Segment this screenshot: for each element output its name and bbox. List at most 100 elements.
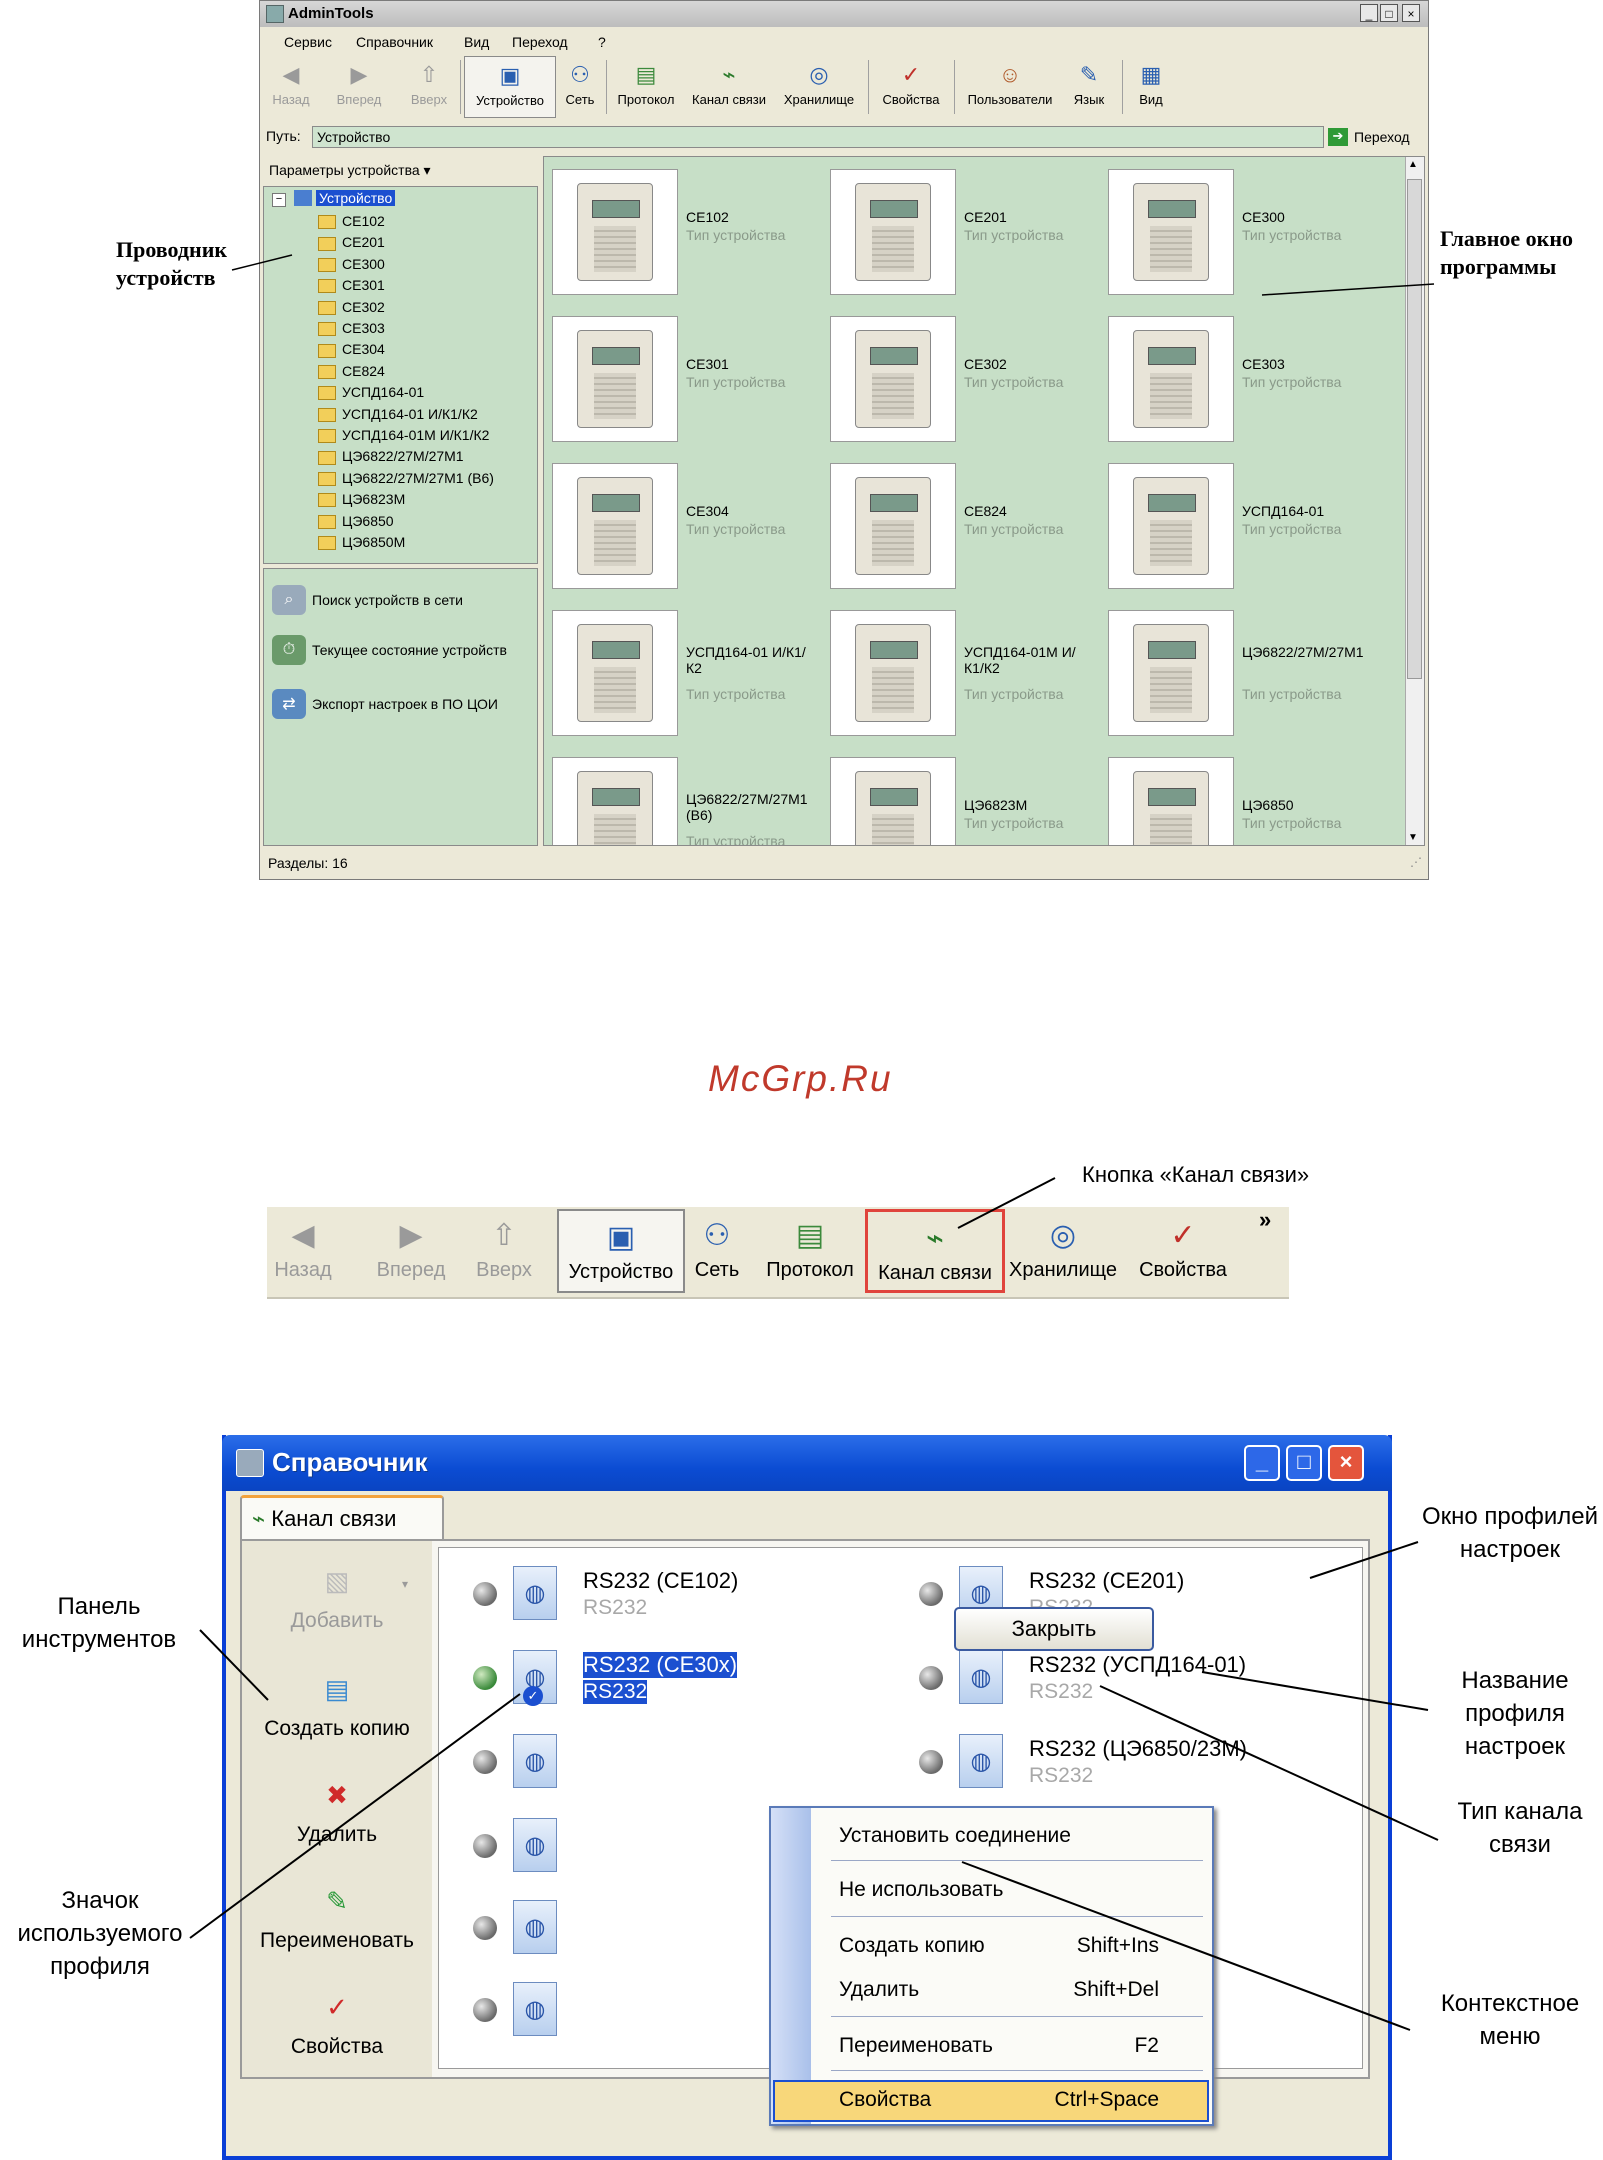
device-button[interactable]: ▣Устройство <box>464 56 556 118</box>
back-button[interactable]: ◀Назад <box>269 1209 337 1293</box>
menu-item-label: Установить соединение <box>839 1824 1071 1847</box>
copy-button[interactable]: ▤Создать копию <box>242 1667 432 1741</box>
up-button[interactable]: ⇧Вверх <box>404 56 454 118</box>
tree-item[interactable]: УСПД164-01М И/К1/К2 <box>318 425 489 445</box>
scroll-up-icon[interactable]: ▲ <box>1408 159 1418 170</box>
language-button[interactable]: ✎Язык <box>1064 56 1114 118</box>
tree-item[interactable]: ЦЭ6823М <box>318 489 405 509</box>
view-grid-icon: ▦ <box>1140 62 1162 87</box>
tree-item[interactable]: CE303 <box>318 318 385 338</box>
maximize-button[interactable]: □ <box>1380 4 1398 22</box>
channel-button[interactable]: ⌁Канал связи <box>865 1209 1005 1293</box>
task-search-devices[interactable]: ⌕Поиск устройств в сети <box>272 585 463 615</box>
tree-item[interactable]: CE824 <box>318 361 385 381</box>
protocol-button[interactable]: ▤Протокол <box>761 1209 859 1293</box>
tree-item[interactable]: УСПД164-01 <box>318 382 424 402</box>
users-button[interactable]: ☺Пользователи <box>958 56 1062 118</box>
scroll-down-icon[interactable]: ▼ <box>1408 832 1418 843</box>
rename-button[interactable]: ✎Переименовать <box>242 1879 432 1953</box>
protocol-button[interactable]: ▤Протокол <box>610 56 682 118</box>
device-type: Тип устройства <box>964 521 1064 537</box>
more-button[interactable]: » <box>1259 1207 1272 1232</box>
close-button[interactable]: × <box>1328 1445 1364 1481</box>
tree-item[interactable]: CE304 <box>318 339 385 359</box>
storage-button[interactable]: ◎Хранилище <box>1007 1209 1119 1293</box>
go-button[interactable]: ➔Переход <box>1328 126 1426 148</box>
channel-button[interactable]: ⌁Канал связи <box>684 56 774 118</box>
close-dialog-button[interactable]: Закрыть <box>954 1607 1154 1651</box>
view-button[interactable]: ▦Вид <box>1126 56 1176 118</box>
storage-button[interactable]: ◎Хранилище <box>776 56 862 118</box>
minimize-button[interactable]: _ <box>1360 4 1378 22</box>
tree-item[interactable]: ЦЭ6850 <box>318 511 394 531</box>
tree-item-label: ЦЭ6822/27М/27М1 (В6) <box>342 469 494 486</box>
tree-item[interactable]: CE302 <box>318 297 385 317</box>
device-button[interactable]: ▣Устройство <box>557 1209 685 1293</box>
collapse-icon[interactable]: − <box>272 193 286 207</box>
forward-button[interactable]: ▶Вперед <box>365 1209 457 1293</box>
tree-root[interactable]: Устройство <box>294 190 396 206</box>
chevron-down-icon: ▾ <box>402 1577 409 1591</box>
menu-go[interactable]: Переход <box>512 34 568 50</box>
tree-item[interactable]: ЦЭ6822/27М/27М1 (В6) <box>318 468 494 488</box>
task-device-state[interactable]: ⏱Текущее состояние устройств <box>272 635 507 665</box>
tree-item[interactable]: CE102 <box>318 211 385 231</box>
properties-button[interactable]: ✓Свойства <box>1133 1209 1233 1293</box>
menu-service[interactable]: Сервис <box>284 34 332 50</box>
tree-item[interactable]: ЦЭ6822/27М/27М1 <box>318 446 464 466</box>
menu-help[interactable]: ? <box>598 34 606 50</box>
delete-button[interactable]: ✖Удалить <box>242 1773 432 1847</box>
network-button[interactable]: ⚇Сеть <box>558 56 602 118</box>
properties-button[interactable]: ✓Свойства <box>872 56 950 118</box>
path-input[interactable]: Устройство <box>312 126 1324 148</box>
tab-channel[interactable]: ⌁Канал связи <box>240 1495 444 1541</box>
up-button[interactable]: ⇧Вверх <box>471 1209 537 1293</box>
close-button[interactable]: × <box>1402 4 1420 22</box>
device-tile[interactable]: ЦЭ6822/27М/27М1 (В6)Тип устройства <box>546 751 816 845</box>
toolbar-strip: ◀Назад ▶Вперед ⇧Вверх ▣Устройство ⚇Сеть … <box>267 1207 1289 1299</box>
resize-grip-icon[interactable]: ⋰ <box>1410 855 1422 869</box>
scroll-thumb[interactable] <box>1407 179 1422 679</box>
maximize-button[interactable]: □ <box>1286 1445 1322 1481</box>
context-menu-item[interactable]: Не использовать <box>839 1878 1199 1902</box>
tree-item[interactable]: УСПД164-01 И/К1/К2 <box>318 404 478 424</box>
device-params-dropdown[interactable]: Параметры устройства ▾ <box>263 156 538 184</box>
add-button[interactable]: ▧Добавить▾ <box>242 1559 432 1633</box>
menu-directory[interactable]: Справочник <box>356 34 433 50</box>
context-menu-item[interactable]: Установить соединение <box>839 1824 1199 1848</box>
menu-view[interactable]: Вид <box>464 34 490 50</box>
minimize-button[interactable]: _ <box>1244 1445 1280 1481</box>
device-name: ЦЭ6822/27М/27М1 <box>1242 644 1364 660</box>
language-label: Язык <box>1073 92 1105 107</box>
vertical-scrollbar[interactable]: ▲ ▼ <box>1405 157 1424 845</box>
forward-button[interactable]: ▶Вперед <box>326 56 392 118</box>
tree-item[interactable]: CE201 <box>318 232 385 252</box>
device-image <box>830 316 956 442</box>
network-button[interactable]: ⚇Сеть <box>687 1209 747 1293</box>
tree-item[interactable]: ЦЭ6850М <box>318 532 405 552</box>
tree-item[interactable]: CE301 <box>318 275 385 295</box>
properties-button[interactable]: ✓Свойства <box>242 1985 432 2059</box>
task-export-settings[interactable]: ⇄Экспорт настроек в ПО ЦОИ <box>272 689 498 719</box>
tree-item[interactable]: CE300 <box>318 254 385 274</box>
profile-status-icon <box>473 1834 497 1858</box>
back-button[interactable]: ◀Назад <box>266 56 316 118</box>
